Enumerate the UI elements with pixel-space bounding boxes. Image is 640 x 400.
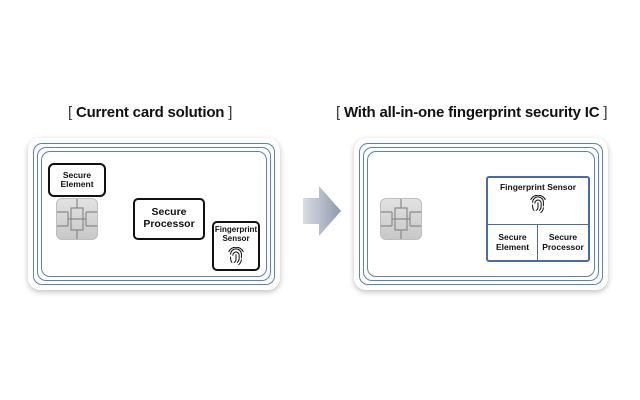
current-card-heading: [ Current card solution ]: [68, 104, 233, 121]
fingerprint-sensor-section: Fingerprint Sensor: [488, 178, 588, 225]
secure-element-box: Secure Element: [48, 163, 106, 197]
fingerprint-security-ic: Fingerprint Sensor Secure Element Secure…: [486, 176, 590, 262]
antenna-ring-middle: [37, 147, 271, 281]
antenna-ring-middle: [363, 147, 599, 281]
antenna-ring-outer: [359, 143, 603, 285]
secure-processor-box: Secure Processor: [133, 198, 205, 240]
chip-icon: [56, 198, 98, 240]
all-in-one-card: Fingerprint Sensor Secure Element Secure…: [354, 138, 608, 290]
current-card: Secure Element Secure Processor Fingerpr…: [28, 138, 280, 290]
antenna-ring-inner: [367, 151, 595, 277]
chip-icon: [380, 198, 422, 240]
secure-element-section: Secure Element: [488, 225, 538, 260]
antenna-ring-inner: [41, 151, 267, 277]
all-in-one-heading: [ With all-in-one fingerprint security I…: [336, 104, 608, 121]
fingerprint-icon: [228, 246, 244, 265]
secure-processor-section: Secure Processor: [542, 232, 584, 252]
fingerprint-sensor-box: Fingerprint Sensor: [212, 221, 260, 271]
arrow-right-icon: [303, 186, 341, 236]
current-card-heading-text: Current card solution: [75, 104, 225, 121]
antenna-ring-outer: [33, 143, 275, 285]
all-in-one-heading-text: With all-in-one fingerprint security IC: [343, 104, 600, 121]
fingerprint-icon: [530, 194, 546, 214]
